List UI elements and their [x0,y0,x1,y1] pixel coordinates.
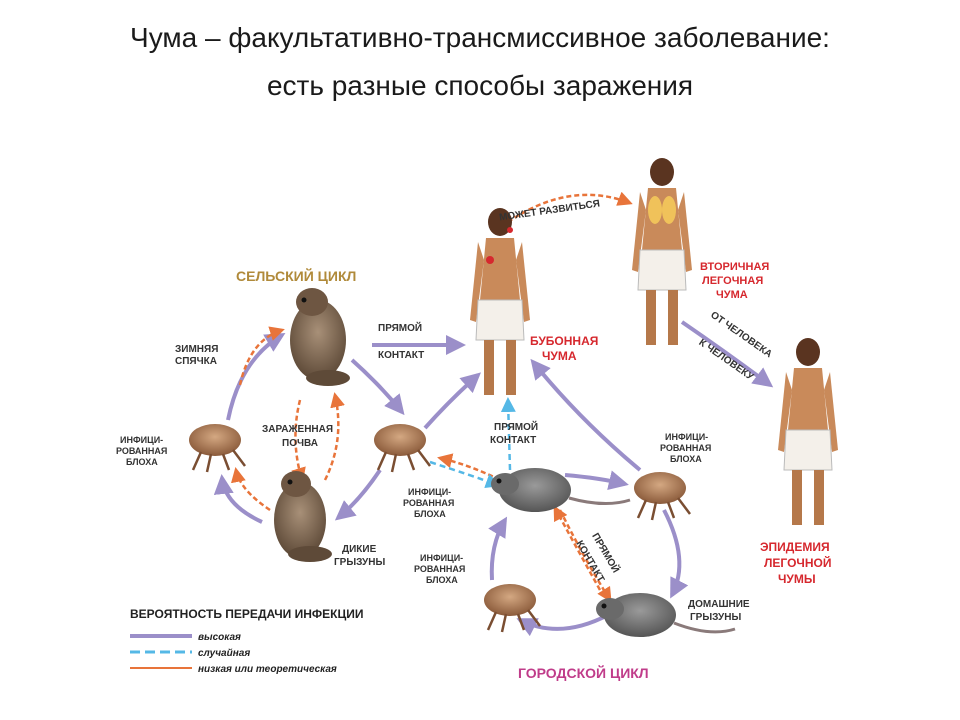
epidemic-label-2: ЛЕГОЧНОЙ [764,555,831,570]
arrow-cityflea-to-human [530,358,642,472]
flea-left-label-1: ИНФИЦИ- [120,435,163,445]
direct-contact-top-2: КОНТАКТ [378,350,424,361]
bubonic-label-2: ЧУМА [542,349,577,363]
arrow-soil-2 [323,392,345,481]
arrow-flea-to-human [423,372,481,430]
arrow-rat-to-cityflea [564,470,629,490]
flea-city [634,472,691,521]
secondary-label-2: ЛЕГОЧНАЯ [702,275,763,287]
bubonic-label-1: БУБОННАЯ [530,334,598,348]
human-secondary [632,158,692,345]
flea-center-label-2: РОВАННАЯ [403,498,454,508]
human-epidemic [778,338,838,525]
legend: ВЕРОЯТНОСТЬ ПЕРЕДАЧИ ИНФЕКЦИИ высокая сл… [130,607,364,675]
legend-label-random: случайная [198,648,250,659]
soil-label-1: ЗАРАЖЕННАЯ [262,424,333,435]
arrow-cityflea-to-domrat [662,509,689,599]
legend-label-low: низкая или теоретическая [198,664,337,675]
domestic-rodents-label-2: ГРЫЗУНЫ [690,612,741,623]
arrow-person-to-person [680,320,774,388]
flea-left-label-2: РОВАННАЯ [116,446,167,456]
low-probability-arrows [231,191,633,603]
epidemic-label-3: ЧУМЫ [778,572,816,586]
wild-rodents-label-2: ГРЫЗУНЫ [334,557,385,568]
epidemic-label-1: ЭПИДЕМИЯ [760,540,830,554]
rat-domestic [596,593,736,637]
arrow-prairiedog-to-flea [350,358,405,416]
flea-center [374,424,431,473]
arrow-wild-hib [231,467,271,512]
domestic-rodents-label-1: ДОМАШНИЕ [688,599,750,610]
secondary-label-3: ЧУМА [716,289,748,301]
high-probability-arrows [213,320,774,637]
flea-urban [484,584,541,633]
direct-contact-top-1: ПРЯМОЙ [378,321,422,334]
title-line-2: есть разные способы заражения [266,70,694,101]
soil-label-2: ПОЧВА [282,438,318,449]
arrow-flea-to-rat-random [429,460,501,489]
arrow-may-develop [507,191,633,224]
wild-rodents-label-1: ДИКИЕ [342,544,377,555]
flea-left [189,424,246,473]
rat-center [491,468,631,512]
arrow-rat-to-human-random [500,397,516,471]
title-line-1: Чума – факультативно-трансмиссивное забо… [130,22,830,53]
flea-left-label-3: БЛОХА [126,457,158,467]
arrow-urbanflea-to-rat [488,516,508,581]
human-bubonic [470,208,530,395]
flea-urban-label-3: БЛОХА [426,575,458,585]
flea-urban-label-1: ИНФИЦИ- [420,553,463,563]
may-develop-label: МОЖЕТ РАЗВИТЬСЯ [498,198,600,223]
legend-title: ВЕРОЯТНОСТЬ ПЕРЕДАЧИ ИНФЕКЦИИ [130,607,364,621]
prairie-dog-top [290,288,350,386]
urban-cycle-title: ГОРОДСКОЙ ЦИКЛ [518,664,649,681]
direct-contact-mid-1: ПРЯМОЙ [494,420,538,433]
rural-cycle-title: СЕЛЬСКИЙ ЦИКЛ [236,267,356,284]
arrow-wildrodent-to-leftflea [213,474,263,524]
flea-city-label-1: ИНФИЦИ- [665,432,708,442]
flea-city-label-3: БЛОХА [670,454,702,464]
arrow-domrat-to-urbanflea [516,613,609,637]
flea-urban-label-2: РОВАННАЯ [414,564,465,574]
direct-contact-mid-2: КОНТАКТ [490,435,536,446]
legend-label-high: высокая [198,632,241,643]
hibernation-label-1: ЗИМНЯЯ [175,344,218,355]
arrow-flea-to-wildrodent [334,468,382,521]
slide-title: Чума – факультативно-трансмиссивное забо… [0,14,960,110]
flea-city-label-2: РОВАННАЯ [660,443,711,453]
secondary-label-1: ВТОРИЧНАЯ [700,261,769,273]
arrow-direct-contact-city-2 [553,505,602,591]
flea-center-label-1: ИНФИЦИ- [408,487,451,497]
hibernation-label-2: СПЯЧКА [175,356,217,367]
arrow-hibernation [238,326,285,386]
flea-center-label-3: БЛОХА [414,509,446,519]
prairie-dog-bottom [274,471,332,562]
arrow-rat-flea-low [437,453,501,482]
